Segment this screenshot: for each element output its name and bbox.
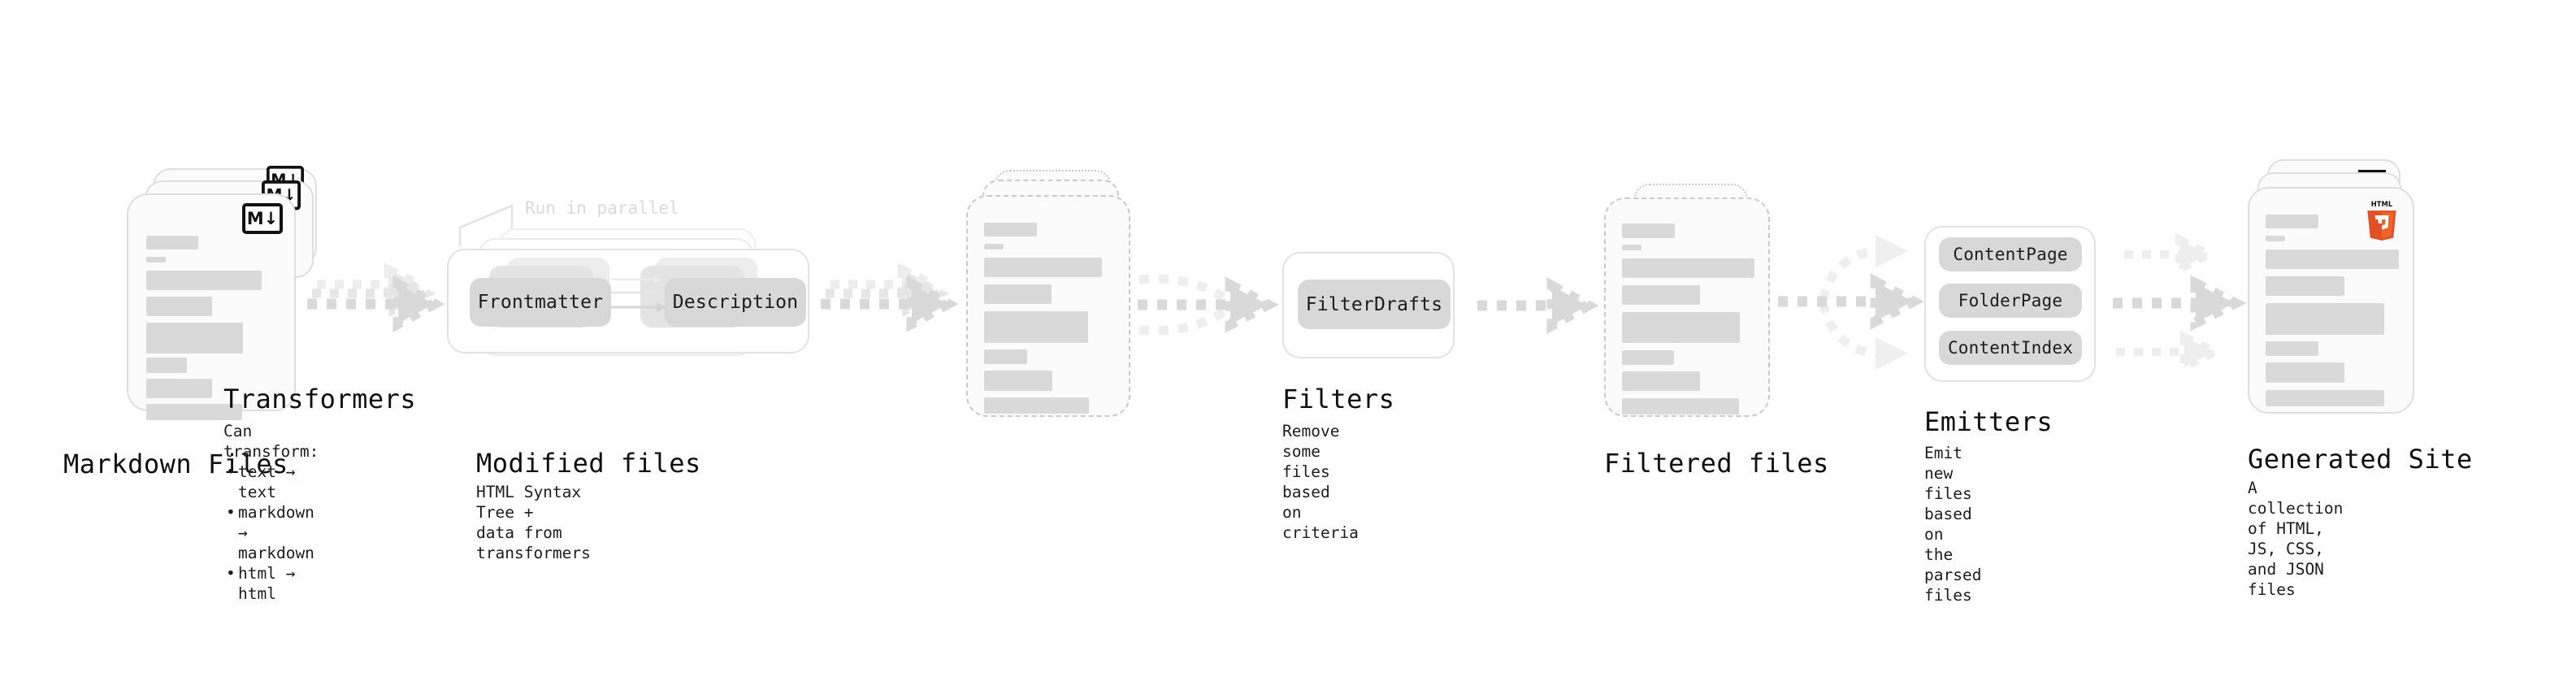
content-bar bbox=[146, 379, 212, 398]
content-bar bbox=[2266, 215, 2318, 228]
emitter-chip-folderpage[interactable]: FolderPage bbox=[1939, 284, 2082, 318]
content-bar bbox=[1622, 350, 1674, 365]
content-bar bbox=[1622, 398, 1739, 414]
filters-subtitle: Remove some files based on criteria bbox=[1282, 422, 1359, 542]
generated-site-subtitle: A collection of HTML, JS, CSS, and JSON … bbox=[2248, 479, 2344, 599]
content-bar bbox=[146, 257, 166, 262]
modified-files-subtitle: HTML Syntax Tree + data from transformer… bbox=[476, 483, 591, 562]
modified-file-card bbox=[966, 195, 1130, 417]
run-in-parallel-annotation: Run in parallel bbox=[525, 198, 679, 218]
transformer-chip-frontmatter[interactable]: Frontmatter bbox=[470, 278, 611, 327]
content-bar bbox=[2266, 362, 2344, 383]
transformers-title: Transformers bbox=[223, 384, 417, 414]
filtered-files-title: Filtered files bbox=[1604, 448, 1829, 479]
content-bar bbox=[984, 311, 1088, 343]
content-bar bbox=[984, 244, 1004, 249]
bullet-item: markdown → markdown bbox=[226, 502, 319, 563]
bullet-item: html → html bbox=[226, 563, 319, 604]
emitters-title: Emitters bbox=[1924, 406, 2053, 437]
content-bar bbox=[2266, 276, 2344, 296]
bullet-item: text → text bbox=[226, 462, 319, 502]
arrow-filters-to-filtered bbox=[1477, 277, 1599, 334]
transformer-chip-description[interactable]: Description bbox=[665, 278, 806, 327]
emitter-chip-contentindex[interactable]: ContentIndex bbox=[1939, 331, 2082, 365]
html5-icon: HTML bbox=[2367, 200, 2396, 241]
content-bar bbox=[1622, 312, 1740, 343]
arrow-markdown-to-transformers bbox=[307, 262, 445, 332]
content-bar bbox=[2266, 236, 2285, 241]
arrow-transformers-to-modified bbox=[821, 262, 959, 332]
arrow-emitters-to-site bbox=[2113, 232, 2247, 373]
content-bar bbox=[146, 236, 198, 249]
content-bar bbox=[2266, 249, 2399, 269]
site-file-card-html: HTML bbox=[2248, 187, 2414, 414]
run-in-parallel-leader bbox=[458, 204, 514, 246]
filter-chip-filterdrafts[interactable]: FilterDrafts bbox=[1298, 280, 1451, 329]
content-bar bbox=[146, 271, 262, 290]
emitter-chip-contentpage[interactable]: ContentPage bbox=[1939, 237, 2082, 271]
bullets-lead: Can transform: bbox=[223, 422, 319, 461]
arrow-modified-to-filters bbox=[1138, 274, 1280, 336]
filtered-file-card bbox=[1604, 197, 1770, 417]
svg-text:HTML: HTML bbox=[2371, 200, 2393, 208]
content-bar bbox=[984, 371, 1052, 391]
content-bar bbox=[984, 258, 1102, 277]
content-bar bbox=[146, 358, 187, 373]
content-bar bbox=[984, 284, 1052, 304]
content-bar bbox=[2266, 390, 2384, 406]
content-bar bbox=[984, 349, 1027, 364]
content-bar bbox=[1622, 371, 1700, 391]
content-bar bbox=[146, 297, 212, 316]
transformers-bullets: Can transform: text → text markdown → ma… bbox=[223, 421, 319, 604]
transformer-inner-arrows bbox=[611, 275, 666, 312]
content-bar bbox=[1622, 285, 1700, 305]
content-bar bbox=[984, 397, 1089, 414]
content-bar bbox=[1622, 223, 1675, 238]
content-bar bbox=[1622, 245, 1641, 250]
generated-site-title: Generated Site bbox=[2248, 444, 2473, 475]
markdown-badge: M↓ bbox=[242, 203, 283, 234]
emitters-subtitle: Emit new files based on the parsed files bbox=[1924, 444, 1982, 605]
content-bar bbox=[1622, 258, 1754, 278]
content-bar bbox=[2266, 341, 2318, 356]
content-bar bbox=[146, 404, 242, 420]
filters-title: Filters bbox=[1282, 384, 1395, 414]
content-bar bbox=[2266, 303, 2384, 335]
content-bar bbox=[984, 223, 1037, 236]
modified-files-title: Modified files bbox=[476, 448, 701, 479]
markdown-file-card: M↓ bbox=[127, 193, 296, 420]
arrow-filtered-to-emitters bbox=[1778, 235, 1925, 370]
content-bar bbox=[146, 323, 243, 354]
